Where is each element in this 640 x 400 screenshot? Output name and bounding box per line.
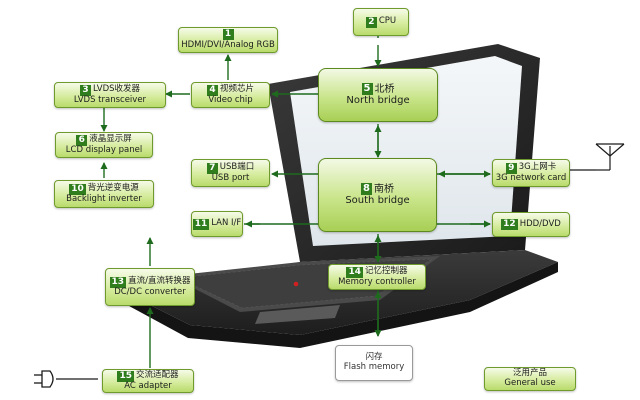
node-lan-box: 11 LAN I/F <box>191 211 243 237</box>
node-label-en: South bridge <box>345 195 410 207</box>
node-label-en: North bridge <box>346 95 410 107</box>
node-label-cn: 闪存 <box>365 352 383 363</box>
node-flash-memory-box: 闪存 Flash memory <box>335 345 413 381</box>
node-3g-network-box: 9 3G上网卡 3G network card <box>492 159 570 187</box>
node-label-en: Backlight inverter <box>66 193 142 204</box>
node-label-en: USB port <box>211 172 250 183</box>
node-label: CPU <box>378 16 397 27</box>
node-label-en: Flash memory <box>343 362 405 372</box>
node-south-bridge-box: 8 南桥 South bridge <box>318 158 437 232</box>
node-label: HDMI/DVI/Analog RGB <box>181 40 275 51</box>
node-number: 9 <box>505 162 517 174</box>
node-number: 2 <box>365 16 377 28</box>
node-dcdc-box: 13 直流/直流转换器 DC/DC converter <box>105 268 195 306</box>
node-ac-adapter-box: 15 交流适配器 AC adapter <box>102 369 194 393</box>
node-number: 12 <box>501 219 518 230</box>
node-label-en: LVDS transceiver <box>73 94 147 105</box>
node-cpu-box: 2 CPU <box>353 8 409 36</box>
node-lvds-box: 3 LVDS收发器 LVDS transceiver <box>54 82 166 108</box>
node-number: 14 <box>346 266 363 278</box>
node-label-en: AC adapter <box>124 380 172 391</box>
node-label-cn: 背光逆变电源 <box>87 183 139 194</box>
node-hdd-dvd-box: 12 HDD/DVD <box>492 212 570 237</box>
node-label-en: Video chip <box>208 94 253 105</box>
node-number: 3 <box>79 84 91 96</box>
node-number: 1 <box>222 29 234 41</box>
node-hdmi-box: 1 HDMI/DVI/Analog RGB <box>178 27 278 53</box>
node-usb-box: 7 USB端口 USB port <box>191 159 270 187</box>
node-number: 4 <box>206 84 218 96</box>
node-label-en: 3G network card <box>495 172 567 183</box>
node-number: 7 <box>206 162 218 174</box>
node-label-cn: 3G上网卡 <box>518 162 557 173</box>
node-label-cn: 直流/直流转换器 <box>128 276 191 287</box>
node-label-en: General use <box>504 378 556 388</box>
node-label-cn: 记忆控制器 <box>365 266 408 277</box>
node-label-en: LCD display panel <box>65 144 143 155</box>
node-memory-controller-box: 14 记忆控制器 Memory controller <box>328 264 426 290</box>
node-number: 15 <box>117 370 134 382</box>
node-number: 13 <box>109 276 127 288</box>
laptop-base <box>118 250 558 348</box>
node-label-cn: 液晶显示屏 <box>89 134 132 145</box>
legend-general-use-box: 泛用产品 General use <box>484 367 576 391</box>
node-label: HDD/DVD <box>519 218 561 229</box>
node-north-bridge-box: 5 北桥 North bridge <box>318 68 438 122</box>
node-label-cn: USB端口 <box>219 162 255 173</box>
node-label: LAN I/F <box>211 218 242 229</box>
node-number: 11 <box>192 218 210 230</box>
antenna-icon <box>570 143 625 171</box>
node-number: 8 <box>361 183 372 196</box>
node-label-cn: 视频芯片 <box>219 84 254 95</box>
node-number: 6 <box>76 134 88 146</box>
node-lcd-box: 6 液晶显示屏 LCD display panel <box>55 132 153 158</box>
node-number: 5 <box>361 83 373 96</box>
node-label-cn: LVDS收发器 <box>92 84 141 95</box>
node-backlight-box: 10 背光逆变电源 Backlight inverter <box>54 180 154 208</box>
node-label-cn: 泛用产品 <box>512 368 547 379</box>
node-video-box: 4 视频芯片 Video chip <box>191 82 270 108</box>
node-label-en: Memory controller <box>338 276 416 287</box>
node-number: 10 <box>69 183 86 195</box>
node-label-en: DC/DC converter <box>114 286 186 297</box>
node-label-cn: 北桥 <box>374 83 395 95</box>
node-label-cn: 南桥 <box>374 183 394 195</box>
node-label-cn: 交流适配器 <box>136 370 179 381</box>
power-plug-icon <box>34 370 98 388</box>
